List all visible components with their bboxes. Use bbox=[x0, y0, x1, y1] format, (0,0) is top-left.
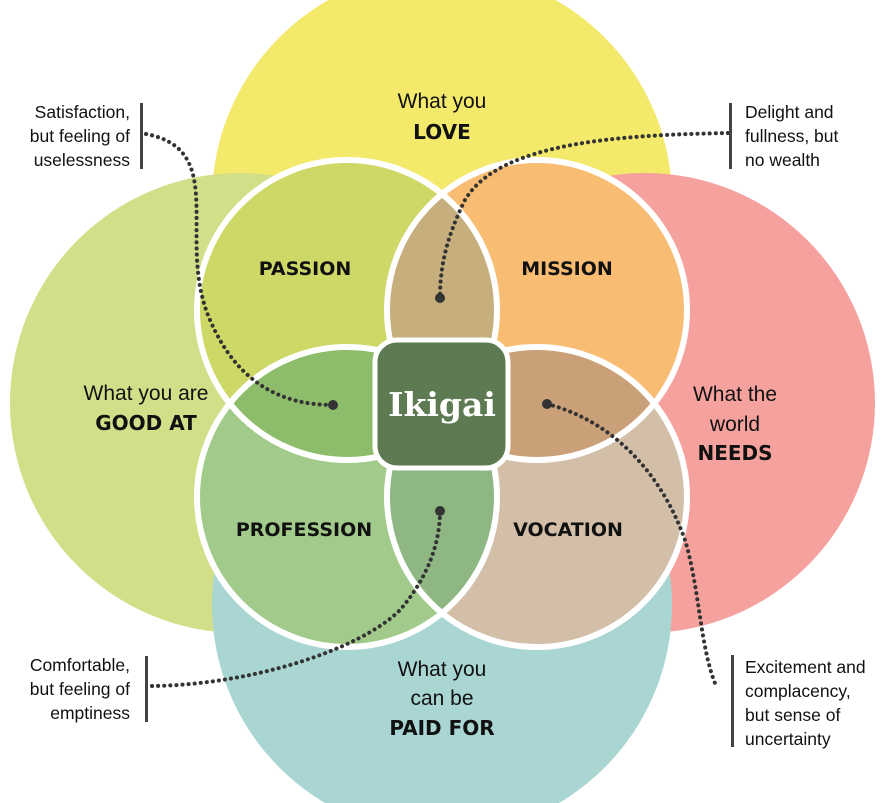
mission-label: MISSION bbox=[521, 258, 613, 280]
note-bar-bottom-left bbox=[145, 656, 148, 722]
connector-top-left bbox=[144, 132, 335, 407]
ikigai-center bbox=[372, 337, 511, 471]
note-bar-top-left bbox=[140, 103, 143, 169]
connector-bottom-right bbox=[545, 402, 719, 690]
paid-line1: What you bbox=[398, 658, 487, 681]
vocation-label: VOCATION bbox=[513, 519, 623, 541]
good-at-line1: What you are bbox=[84, 382, 209, 405]
profession-label: PROFESSION bbox=[236, 519, 372, 541]
connector-top-right bbox=[438, 131, 730, 300]
note-bottom-right: Excitement and complacency, but sense of… bbox=[745, 657, 866, 749]
ikigai-label: Ikigai bbox=[388, 385, 496, 424]
note-bottom-left: Comfortable, but feeling of emptiness bbox=[29, 655, 130, 723]
paid-line3: PAID FOR bbox=[389, 716, 494, 740]
good-at-line2: GOOD AT bbox=[95, 411, 197, 435]
note-top-left: Satisfaction, but feeling of uselessness bbox=[29, 102, 130, 170]
connector-dot-right bbox=[542, 399, 552, 409]
connector-dot-bottom bbox=[435, 506, 445, 516]
needs-line1: What the bbox=[693, 383, 777, 406]
note-top-right: Delight and fullness, but no wealth bbox=[745, 102, 839, 170]
passion-label: PASSION bbox=[259, 258, 352, 280]
love-line1: What you bbox=[398, 90, 487, 113]
connector-dot-top bbox=[435, 293, 445, 303]
needs-line3: NEEDS bbox=[697, 441, 772, 465]
connector-bottom-left bbox=[150, 509, 442, 688]
connector-dot-left bbox=[328, 400, 338, 410]
love-line2: LOVE bbox=[413, 120, 471, 144]
note-bar-top-right bbox=[729, 103, 732, 169]
note-bar-bottom-right bbox=[731, 655, 734, 747]
paid-line2: can be bbox=[410, 687, 473, 710]
needs-line2: world bbox=[709, 413, 760, 436]
